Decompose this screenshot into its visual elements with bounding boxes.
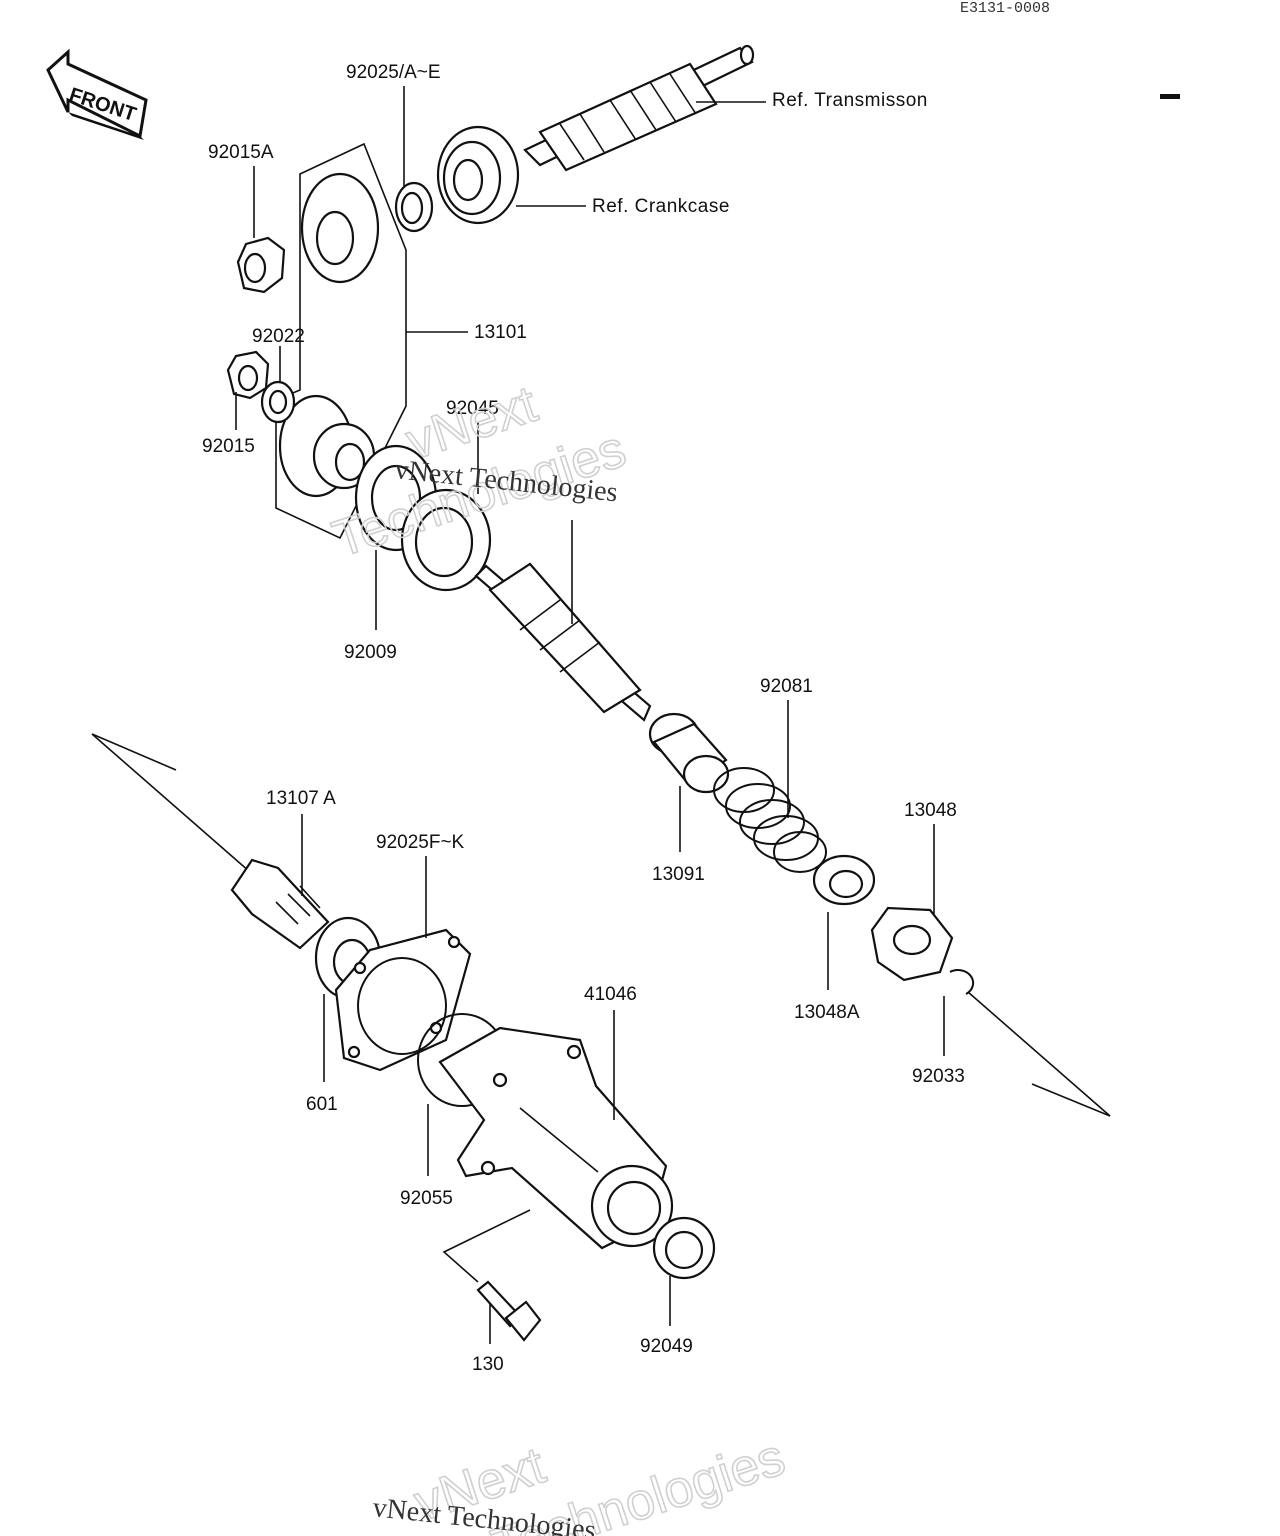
sleeve-13091 bbox=[648, 712, 730, 794]
crankcase-bearing bbox=[436, 125, 520, 225]
nut-92015 bbox=[226, 350, 270, 400]
label-92033: 92033 bbox=[912, 1066, 965, 1087]
drive-shaft bbox=[474, 562, 652, 722]
label-13107a: 13107 A bbox=[266, 788, 336, 809]
label-13101: 13101 bbox=[474, 322, 527, 343]
circlip-92033 bbox=[949, 969, 975, 995]
washer-92022 bbox=[260, 380, 296, 424]
label-92025ae: 92025/A~E bbox=[346, 62, 441, 83]
label-92022: 92022 bbox=[252, 326, 305, 347]
label-92045: 92045 bbox=[446, 398, 499, 419]
housing-41046 bbox=[438, 1026, 674, 1250]
label-92049: 92049 bbox=[640, 1336, 693, 1357]
ref-transmission: Ref. Transmisson bbox=[772, 90, 928, 111]
seal-92049 bbox=[652, 1216, 716, 1280]
label-92009: 92009 bbox=[344, 642, 397, 663]
edge-mark bbox=[1160, 94, 1180, 99]
transmission-shaft bbox=[523, 44, 755, 172]
label-13048a: 13048A bbox=[794, 1002, 860, 1023]
bearing-92045 bbox=[400, 488, 492, 592]
label-41046: 41046 bbox=[584, 984, 637, 1005]
label-92015a: 92015A bbox=[208, 142, 274, 163]
label-130: 130 bbox=[472, 1354, 504, 1375]
dog-13048a bbox=[812, 854, 876, 906]
spring-92081 bbox=[713, 767, 827, 873]
diagram-code: E3131-0008 bbox=[960, 0, 1050, 17]
label-92081: 92081 bbox=[760, 676, 813, 697]
dog-13048 bbox=[870, 906, 954, 982]
bevel-gear-upper bbox=[300, 172, 380, 284]
axis-line-left bbox=[91, 733, 177, 771]
label-92055: 92055 bbox=[400, 1188, 453, 1209]
bolt-leader bbox=[442, 1209, 531, 1283]
shaft-13107a bbox=[230, 858, 330, 950]
nut-92015a bbox=[236, 236, 286, 294]
label-13091: 13091 bbox=[652, 864, 705, 885]
shim-92025a bbox=[394, 181, 434, 233]
front-arrow-icon: FRONT bbox=[46, 48, 148, 140]
label-92025fk: 92025F~K bbox=[376, 832, 465, 853]
bolt-130 bbox=[476, 1280, 542, 1342]
label-601: 601 bbox=[306, 1094, 338, 1115]
label-92015: 92015 bbox=[202, 436, 255, 457]
ref-crankcase: Ref. Crankcase bbox=[592, 196, 730, 217]
label-13048: 13048 bbox=[904, 800, 957, 821]
